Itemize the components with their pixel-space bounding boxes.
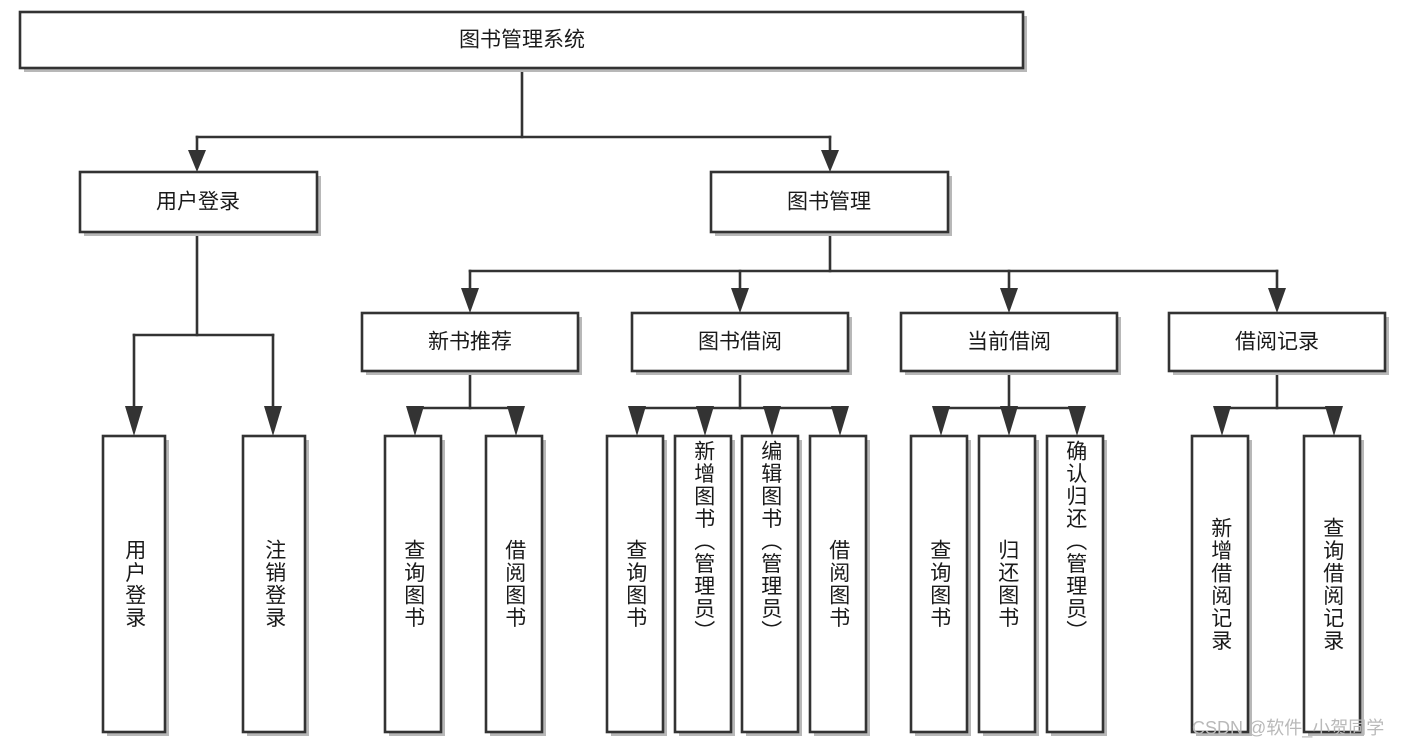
node-book-manage[interactable]: 图书管理: [709, 170, 952, 236]
node-leaf-add-book[interactable]: [673, 434, 735, 736]
node-leaf-edit-book[interactable]: [740, 434, 802, 736]
node-layer: 图书管理系统 用户登录 图书管理 新书推荐: [18, 10, 1389, 736]
node-root[interactable]: 图书管理系统: [18, 10, 1027, 72]
node-leaf-query-book-bb[interactable]: [605, 434, 667, 736]
node-current-borrow[interactable]: 当前借阅: [899, 311, 1121, 375]
arrow-head-leaf-edit-book: [763, 406, 781, 436]
node-current-borrow-label: 当前借阅: [967, 331, 1051, 354]
arrow-head-new-book-recommend: [461, 288, 479, 313]
node-leaf-user-logout[interactable]: [241, 434, 309, 736]
arrow-head-leaf-query-record: [1325, 406, 1343, 436]
arrow-head-leaf-borrow-book-bb: [831, 406, 849, 436]
node-leaf-return-book[interactable]: [977, 434, 1039, 736]
node-borrow-record[interactable]: 借阅记录: [1167, 311, 1389, 375]
arrow-head-leaf-query-book-bb: [628, 406, 646, 436]
arrow-head-leaf-return-book: [1000, 406, 1018, 436]
connector-layer: [125, 66, 1343, 436]
node-leaf-borrow-book-nbr[interactable]: [484, 434, 546, 736]
arrow-head-book-borrow: [731, 288, 749, 313]
node-leaf-confirm-return[interactable]: [1045, 434, 1107, 736]
arrow-head-user-login: [188, 150, 206, 172]
node-leaf-borrow-book-bb[interactable]: [808, 434, 870, 736]
node-leaf-query-book-cb[interactable]: [909, 434, 971, 736]
arrow-head-leaf-query-book-cb: [932, 406, 950, 436]
node-book-borrow[interactable]: 图书借阅: [630, 311, 852, 375]
arrow-head-leaf-confirm-return: [1068, 406, 1086, 436]
arrow-head-leaf-user-login: [125, 406, 143, 436]
arrow-head-leaf-borrow-book-nbr: [507, 406, 525, 436]
node-leaf-query-record[interactable]: [1302, 434, 1364, 736]
node-new-book-recommend-label: 新书推荐: [428, 331, 512, 354]
node-leaf-query-book-nbr[interactable]: [383, 434, 445, 736]
node-user-login[interactable]: 用户登录: [78, 170, 321, 236]
node-book-manage-label: 图书管理: [787, 191, 871, 214]
node-book-borrow-label: 图书借阅: [698, 331, 782, 354]
arrow-head-leaf-add-book: [696, 406, 714, 436]
node-borrow-record-label: 借阅记录: [1235, 331, 1319, 354]
arrow-head-leaf-query-book-nbr: [406, 406, 424, 436]
node-leaf-user-login[interactable]: [101, 434, 169, 736]
arrow-head-leaf-add-record: [1213, 406, 1231, 436]
node-root-label: 图书管理系统: [459, 29, 585, 52]
node-leaf-add-record[interactable]: [1190, 434, 1252, 736]
arrow-head-leaf-user-logout: [264, 406, 282, 436]
arrow-head-book-manage: [821, 150, 839, 172]
arrow-head-current-borrow: [1000, 288, 1018, 313]
node-new-book-recommend[interactable]: 新书推荐: [360, 311, 582, 375]
arrow-head-borrow-record: [1268, 288, 1286, 313]
node-user-login-label: 用户登录: [156, 191, 240, 214]
